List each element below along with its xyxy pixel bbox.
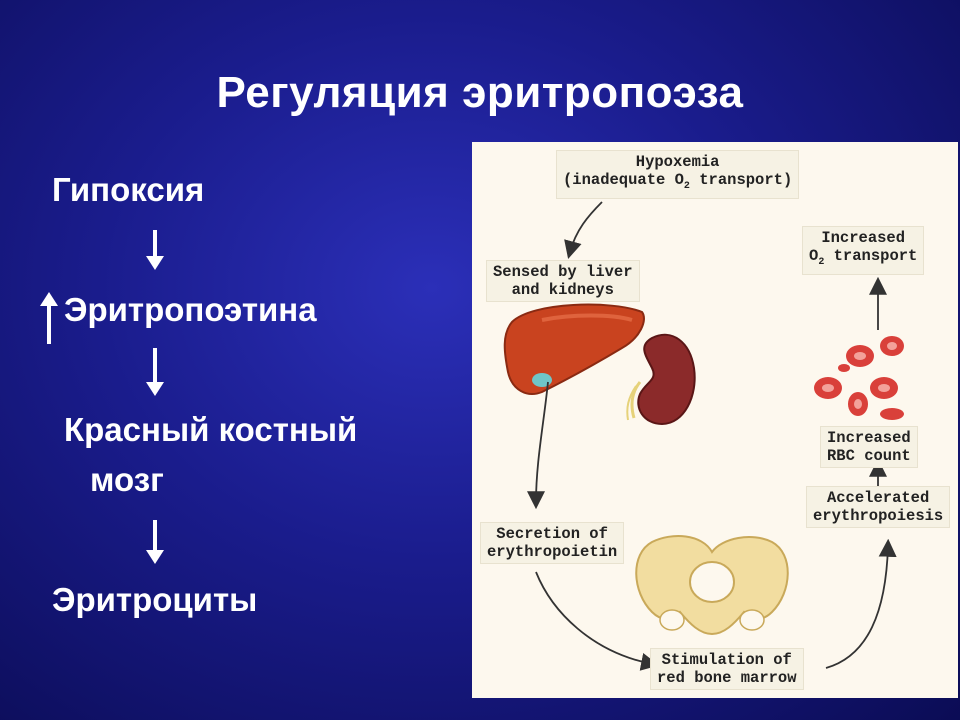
step-bone-marrow-line1: Красный костный (64, 411, 358, 448)
label-stimulation: Stimulation of red bone marrow (650, 648, 804, 690)
step-bone-marrow-line2: мозг (90, 461, 164, 498)
up-arrow-icon (40, 292, 58, 344)
down-arrow-icon (146, 230, 164, 270)
kidney-icon (637, 333, 696, 426)
pelvis-icon (635, 535, 789, 636)
down-arrow-icon (146, 348, 164, 396)
liver-icon (503, 303, 645, 395)
label-hypoxemia: Hypoxemia (inadequate O2 transport) (556, 150, 800, 200)
red-blood-cells-icon (814, 336, 904, 420)
label-increased-o2: Increased O2 transport (802, 226, 925, 276)
label-accelerated: Accelerated erythropoiesis (806, 486, 951, 528)
erythropoiesis-diagram: Hypoxemia (inadequate O2 transport) Sens… (472, 142, 958, 698)
diagram-drawing (503, 201, 904, 671)
label-sensed: Sensed by liver and kidneys (486, 260, 640, 302)
label-secretion: Secretion of erythropoietin (480, 522, 625, 564)
step-hypoxia: Гипоксия (52, 171, 205, 208)
label-increased-rbc: Increased RBC count (820, 426, 918, 468)
step-erythrocytes: Эритроциты (52, 581, 258, 618)
slide-title: Регуляция эритропоэза (216, 68, 744, 117)
down-arrow-icon (146, 520, 164, 564)
step-erythropoietin: Эритропоэтина (64, 291, 317, 328)
